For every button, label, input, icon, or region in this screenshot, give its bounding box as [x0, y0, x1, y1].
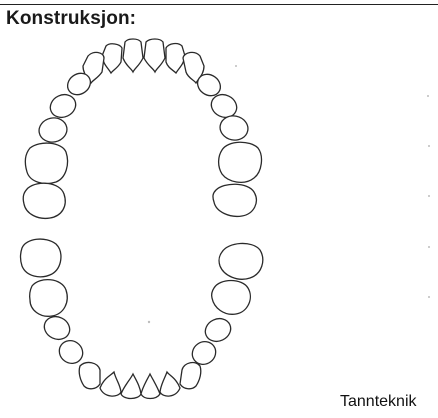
lower-tooth — [212, 281, 251, 315]
scan-speck — [427, 95, 429, 97]
upper-tooth — [219, 142, 262, 182]
upper-tooth — [37, 115, 69, 144]
lower-tooth — [79, 363, 100, 389]
upper-tooth — [144, 39, 165, 72]
lower-tooth — [100, 372, 121, 396]
scan-speck — [428, 195, 430, 197]
lower-tooth — [180, 363, 201, 389]
upper-tooth — [25, 143, 67, 183]
lower-tooth — [160, 372, 180, 396]
upper-tooth — [102, 44, 122, 73]
lower-tooth — [202, 315, 235, 346]
scan-speck — [148, 321, 150, 323]
lower-tooth — [219, 243, 263, 279]
upper-tooth — [47, 91, 80, 122]
upper-tooth — [213, 184, 256, 216]
scan-speck — [428, 296, 430, 298]
lower-tooth — [141, 374, 160, 399]
upper-tooth — [23, 183, 65, 218]
lower-tooth — [30, 280, 68, 317]
upper-tooth — [123, 39, 143, 72]
lower-tooth — [21, 239, 61, 277]
scan-speck — [235, 65, 237, 67]
lower-tooth — [41, 313, 74, 344]
lower-tooth — [55, 336, 87, 368]
upper-arch — [23, 39, 261, 218]
scan-speck — [428, 145, 430, 147]
lower-tooth — [121, 374, 141, 399]
lab-footer-text: Tannteknik — [340, 393, 417, 411]
scan-speck — [428, 246, 430, 248]
lower-arch — [21, 239, 263, 398]
upper-tooth — [166, 44, 185, 73]
